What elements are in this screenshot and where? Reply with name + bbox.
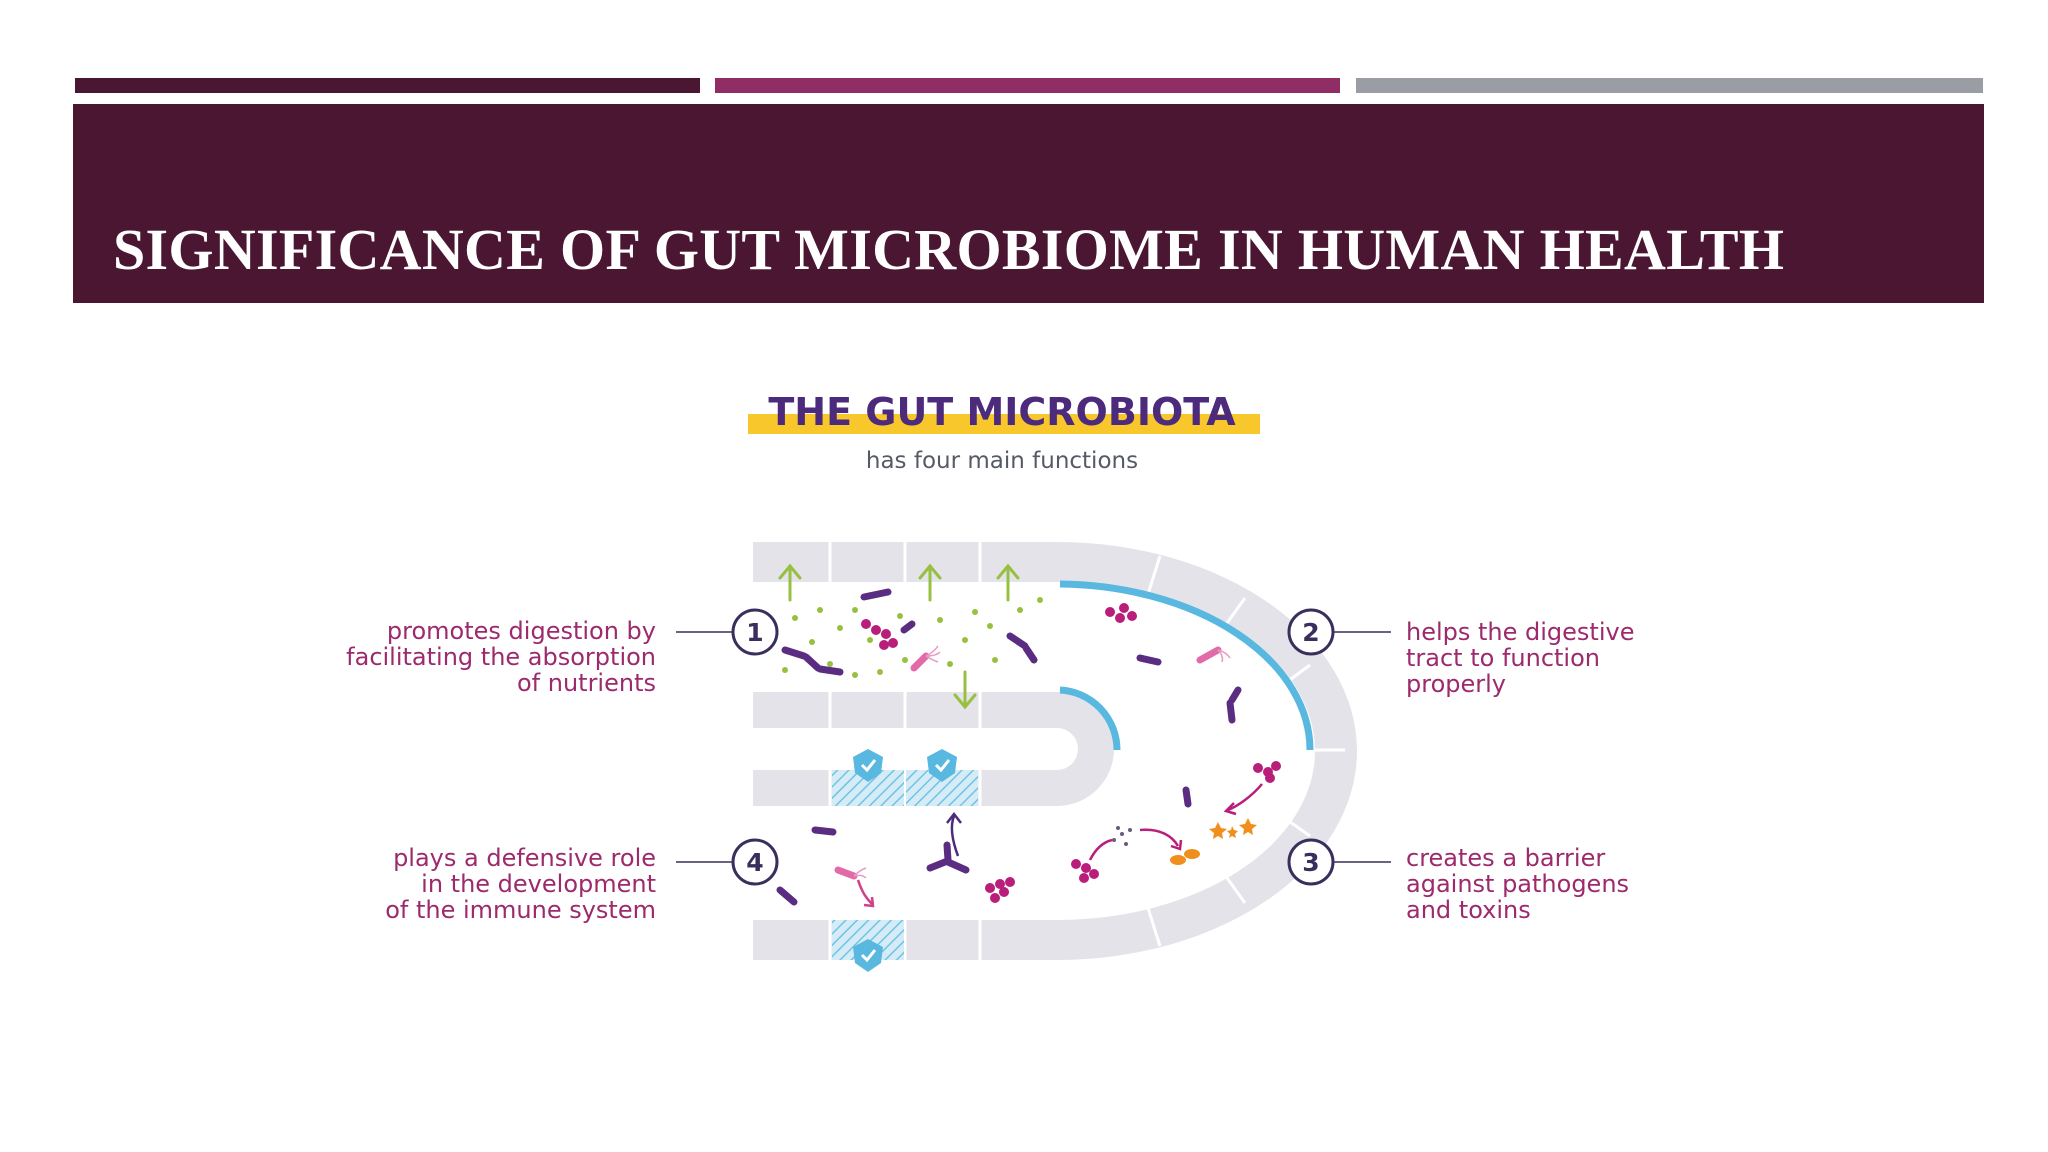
function-3-line: creates a barrier — [1406, 844, 1605, 872]
function-2-number: 2 — [1302, 618, 1319, 647]
arrow-down-icon — [953, 670, 977, 710]
accent-bar-gray — [1356, 78, 1983, 93]
connector-lines — [676, 631, 1391, 863]
function-4-label: plays a defensive role in the developmen… — [385, 844, 656, 924]
title-band: SIGNIFICANCE OF GUT MICROBIOME IN HUMAN … — [73, 104, 1984, 303]
function-1-line: of nutrients — [517, 669, 656, 697]
bacteria-icon — [834, 646, 1222, 880]
function-2-line: tract to function — [1406, 644, 1600, 672]
function-1-number: 1 — [746, 618, 763, 647]
function-4-line: plays a defensive role — [393, 844, 656, 872]
bacteria-icon — [776, 588, 1242, 906]
curved-arrow-icon — [856, 783, 1263, 908]
figure-heading: THE GUT MICROBIOTA — [768, 390, 1236, 434]
function-4-line: of the immune system — [385, 896, 656, 924]
shield-check-icon — [927, 749, 957, 782]
bacteria-cluster — [861, 603, 1281, 903]
function-3-number: 3 — [1302, 848, 1319, 877]
function-3-badge: 3 — [1287, 838, 1335, 886]
slide-title: SIGNIFICANCE OF GUT MICROBIOME IN HUMAN … — [113, 217, 1785, 282]
function-2-badge: 2 — [1287, 608, 1335, 656]
arrow-up-icon — [996, 563, 1020, 602]
accent-bar-dark — [75, 78, 700, 93]
function-3-line: against pathogens — [1406, 870, 1629, 898]
intestinal-lining-inner — [1059, 686, 1121, 751]
toxin-star-icon — [1170, 818, 1257, 865]
wall-segment-lines — [828, 542, 1345, 960]
function-3-label: creates a barrier against pathogens and … — [1406, 844, 1629, 924]
accent-bar-magenta — [715, 78, 1340, 93]
arrow-up-icon — [918, 563, 942, 602]
nutrient-dots — [782, 597, 1043, 678]
gut-walls — [753, 542, 1357, 960]
function-1-badge: 1 — [731, 608, 779, 656]
function-4-line: in the development — [421, 870, 656, 898]
flagella — [853, 645, 1231, 879]
function-3-line: and toxins — [1406, 896, 1531, 924]
arrow-up-icon — [778, 563, 802, 602]
function-2-line: properly — [1406, 670, 1506, 698]
function-2-line: helps the digestive — [1406, 618, 1634, 646]
function-1-label: promotes digestion by facilitating the a… — [346, 617, 656, 697]
intestinal-lining-outer — [1059, 580, 1314, 751]
shield-check-icon — [853, 749, 883, 782]
shield-check-icon — [853, 939, 883, 972]
toxin-particles — [1112, 826, 1132, 846]
function-4-number: 4 — [746, 848, 763, 877]
function-2-label: helps the digestive tract to function pr… — [1406, 618, 1634, 698]
function-4-badge: 4 — [731, 838, 779, 886]
heading-highlight — [748, 414, 1260, 434]
figure-subheading: has four main functions — [866, 448, 1138, 474]
function-1-line: facilitating the absorption — [346, 643, 656, 671]
function-1-line: promotes digestion by — [387, 617, 656, 645]
